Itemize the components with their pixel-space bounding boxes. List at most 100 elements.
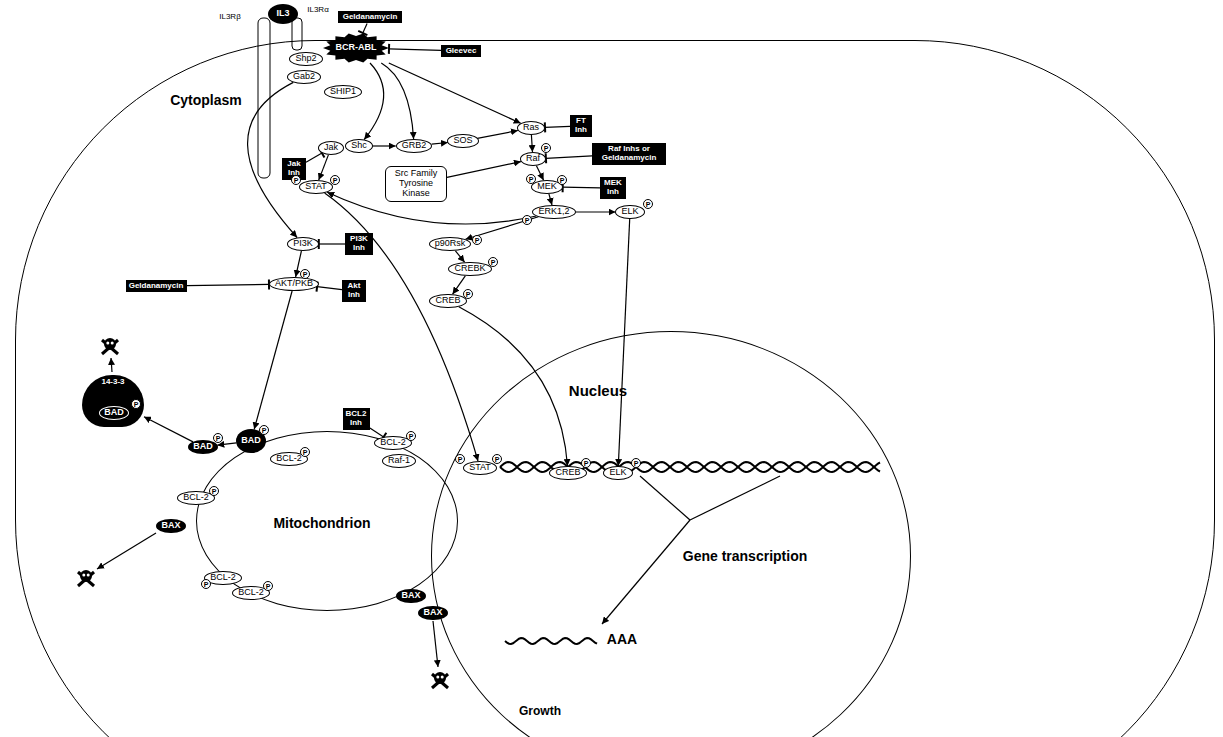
- node-text: BCL-2: [238, 588, 264, 598]
- protein-oval: Raf-1: [382, 454, 416, 468]
- inhibition-line: [363, 23, 367, 33]
- protein-oval: p90Rsk: [429, 237, 472, 251]
- phosphate-mark: P: [300, 269, 310, 279]
- death-arrow: [433, 621, 438, 667]
- process-label: Gene transcription: [683, 549, 807, 564]
- node-text: PI3K Inh: [347, 235, 371, 253]
- activation-arrow: [364, 63, 383, 140]
- protein-oval: Gab2: [287, 70, 321, 84]
- phosphate-mark: P: [463, 289, 473, 299]
- node-text: BCL-2: [210, 573, 236, 583]
- activation-arrow: [319, 155, 329, 180]
- inhibitor-box: BCL2 Inh: [343, 408, 370, 430]
- inhibitor-box: MEK Inh: [600, 177, 626, 199]
- death-arrows: [97, 358, 438, 667]
- activation-arrow: [389, 63, 521, 123]
- receptor-chain-label: IL3Rβ: [219, 13, 241, 22]
- protein-oval: Ras: [517, 121, 545, 135]
- node-text: PI3K: [293, 239, 313, 249]
- protein-oval: CREBK: [448, 262, 491, 276]
- node-text: BAX: [401, 591, 420, 601]
- protein-oval: AKT/PKB: [269, 277, 319, 291]
- death-arrow: [111, 358, 112, 372]
- node-text: MEK: [537, 182, 557, 192]
- node-text: Ras: [523, 123, 539, 133]
- death-arrow: [97, 533, 156, 569]
- inhibitor-box: PI3K Inh: [345, 233, 373, 255]
- fusion-kinase: BCR-ABL: [323, 33, 389, 63]
- node-text: CREB: [435, 296, 460, 306]
- inhibitor-box: Geldanamycin: [338, 11, 402, 24]
- inhibitor-box: Geldanamycin: [126, 280, 187, 293]
- inhibition-line: [319, 243, 345, 244]
- protein-oval: ELK: [615, 205, 644, 219]
- nucleus: NucleusSTATCREBELK: [431, 331, 911, 737]
- polya-tail-label: AAA: [607, 632, 637, 647]
- activation-arrow: [455, 251, 464, 262]
- node-text: Shc: [351, 141, 367, 151]
- activation-arrow: [373, 145, 396, 146]
- protein-oval: Shc: [345, 139, 373, 153]
- node-text: Jak: [324, 143, 338, 153]
- node-text: BCL2 Inh: [345, 410, 368, 428]
- activation-arrow: [325, 193, 478, 461]
- node-text: ELK: [621, 207, 638, 217]
- compartment-name: Mitochondrion: [273, 516, 370, 531]
- activation-arrow: [432, 143, 448, 145]
- phosphate-mark: P: [300, 447, 310, 457]
- node-text: Raf-1: [388, 456, 410, 466]
- protein-oval: STAT: [463, 461, 497, 475]
- node-text: ERK1,2: [538, 207, 569, 217]
- protein-oval: GRB2: [396, 139, 433, 153]
- mitochondrion: Mitochondrion: [196, 431, 458, 611]
- activation-arrow: [576, 211, 616, 212]
- phosphate-mark: P: [526, 174, 536, 184]
- phosphate-mark: P: [263, 581, 273, 591]
- compartment-name: Cytoplasm: [170, 93, 242, 108]
- skull-icon: [102, 338, 118, 354]
- node-text: STAT: [305, 182, 327, 192]
- node-text: Src Family Tyrosine Kinase: [388, 169, 444, 199]
- transcription-arrow: [602, 520, 690, 624]
- star-outline: [323, 33, 389, 62]
- transcription-line: [640, 476, 690, 520]
- protein-oval: ELK: [603, 466, 632, 480]
- activation-arrow: [531, 135, 532, 152]
- node-text: Raf Inhs or Geldanamycin: [594, 145, 664, 163]
- inhibition-line: [187, 284, 270, 285]
- node-text: BAX: [161, 521, 180, 531]
- phosphate-mark: P: [581, 458, 591, 468]
- protein-dark-oval: BAD: [188, 440, 218, 454]
- protein-dark-oval: BAX: [156, 519, 185, 533]
- inhibitor-box: Akt Inh: [342, 280, 366, 302]
- mrna-line: [505, 638, 597, 644]
- phosphate-mark: P: [643, 199, 653, 209]
- activation-arrow: [618, 219, 629, 466]
- protein-oval: CREB: [549, 466, 586, 480]
- protein-oval: PI3K: [287, 237, 319, 251]
- inhibition-line: [563, 187, 600, 189]
- phosphate-mark: P: [406, 431, 416, 441]
- node-text: BAD: [193, 442, 213, 452]
- node-text: FT Inh: [572, 117, 590, 135]
- receptor-chain: [292, 18, 302, 50]
- activation-arrow: [144, 417, 193, 442]
- activation-arrow: [254, 291, 292, 429]
- node-text: BCR-ABL: [336, 43, 377, 53]
- protein-oval: SOS: [447, 134, 478, 148]
- node-text: BCL-2: [276, 454, 302, 464]
- protein-oval: Shp2: [289, 52, 322, 66]
- node-text: AKT/PKB: [275, 279, 313, 289]
- phosphate-mark: P: [213, 433, 223, 443]
- activation-arrow: [217, 443, 236, 445]
- protein-oval: STAT: [299, 180, 333, 194]
- phosphate-mark: P: [492, 454, 502, 464]
- node-text: Geldanamycin: [129, 282, 184, 291]
- kinase-box: Src Family Tyrosine Kinase: [385, 166, 447, 202]
- protein-dark-oval: BAX: [396, 589, 425, 603]
- node-text: Geldanamycin: [343, 13, 398, 22]
- node-text: CREB: [555, 468, 580, 478]
- protein-oval: Jak: [318, 141, 344, 155]
- inhibition-line: [389, 49, 441, 51]
- node-text: Shp2: [295, 54, 316, 64]
